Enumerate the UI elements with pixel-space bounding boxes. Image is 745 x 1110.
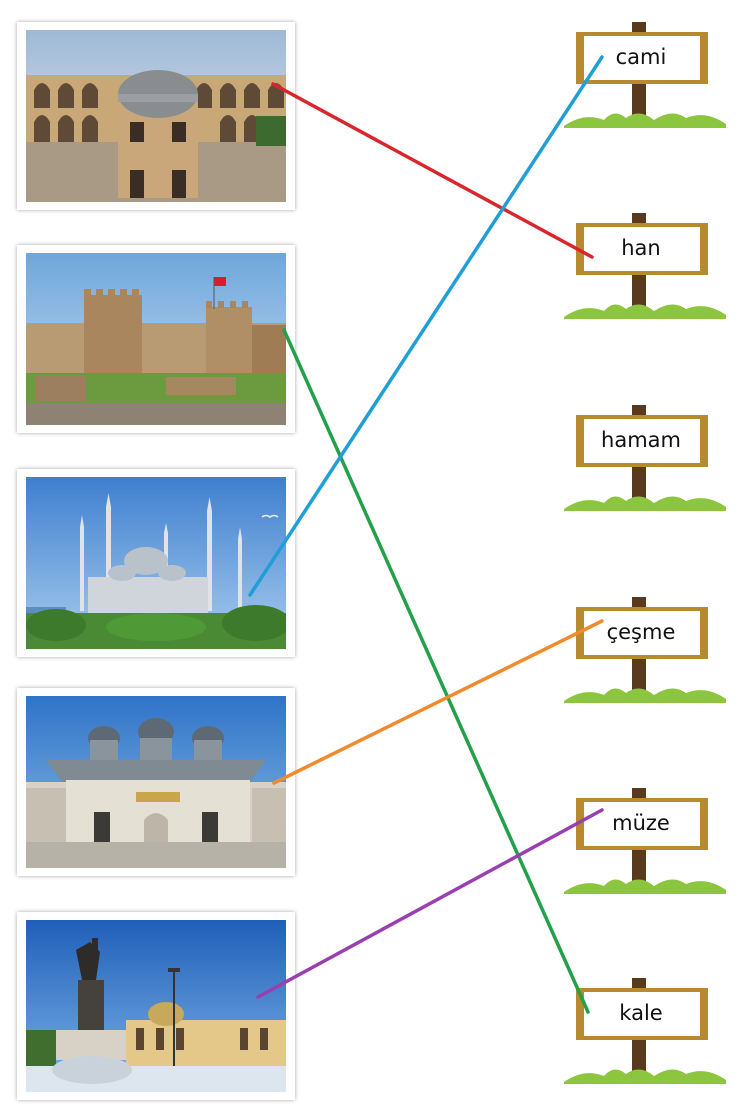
signpost-4[interactable]: müze <box>560 788 730 898</box>
sign-label: çeşme <box>606 620 676 644</box>
signpost-3[interactable]: çeşme <box>560 597 730 707</box>
sign-label: kale <box>619 1001 663 1025</box>
photo-muze[interactable] <box>17 912 295 1100</box>
sign-label: han <box>621 236 661 260</box>
sign-label: müze <box>612 811 670 835</box>
signpost-0[interactable]: cami <box>560 22 730 132</box>
cesme-image <box>26 696 286 868</box>
photo-cesme[interactable] <box>17 688 295 876</box>
match-line-çeşme <box>272 619 604 785</box>
kale-image <box>26 253 286 425</box>
muze-image <box>26 920 286 1092</box>
signpost-2[interactable]: hamam <box>560 405 730 515</box>
photo-kale[interactable] <box>17 245 295 433</box>
match-line-kale <box>282 328 590 1014</box>
sign-label: hamam <box>601 428 681 452</box>
match-line-cami <box>248 55 604 597</box>
photo-cami[interactable] <box>17 469 295 657</box>
sign-label: cami <box>615 45 667 69</box>
signpost-graphic <box>564 978 726 1084</box>
match-line-han <box>271 82 594 259</box>
signpost-1[interactable]: han <box>560 213 730 323</box>
cami-image <box>26 477 286 649</box>
photo-han[interactable] <box>17 22 295 210</box>
han-image <box>26 30 286 202</box>
signpost-5[interactable]: kale <box>560 978 730 1088</box>
match-line-müze <box>256 808 604 999</box>
